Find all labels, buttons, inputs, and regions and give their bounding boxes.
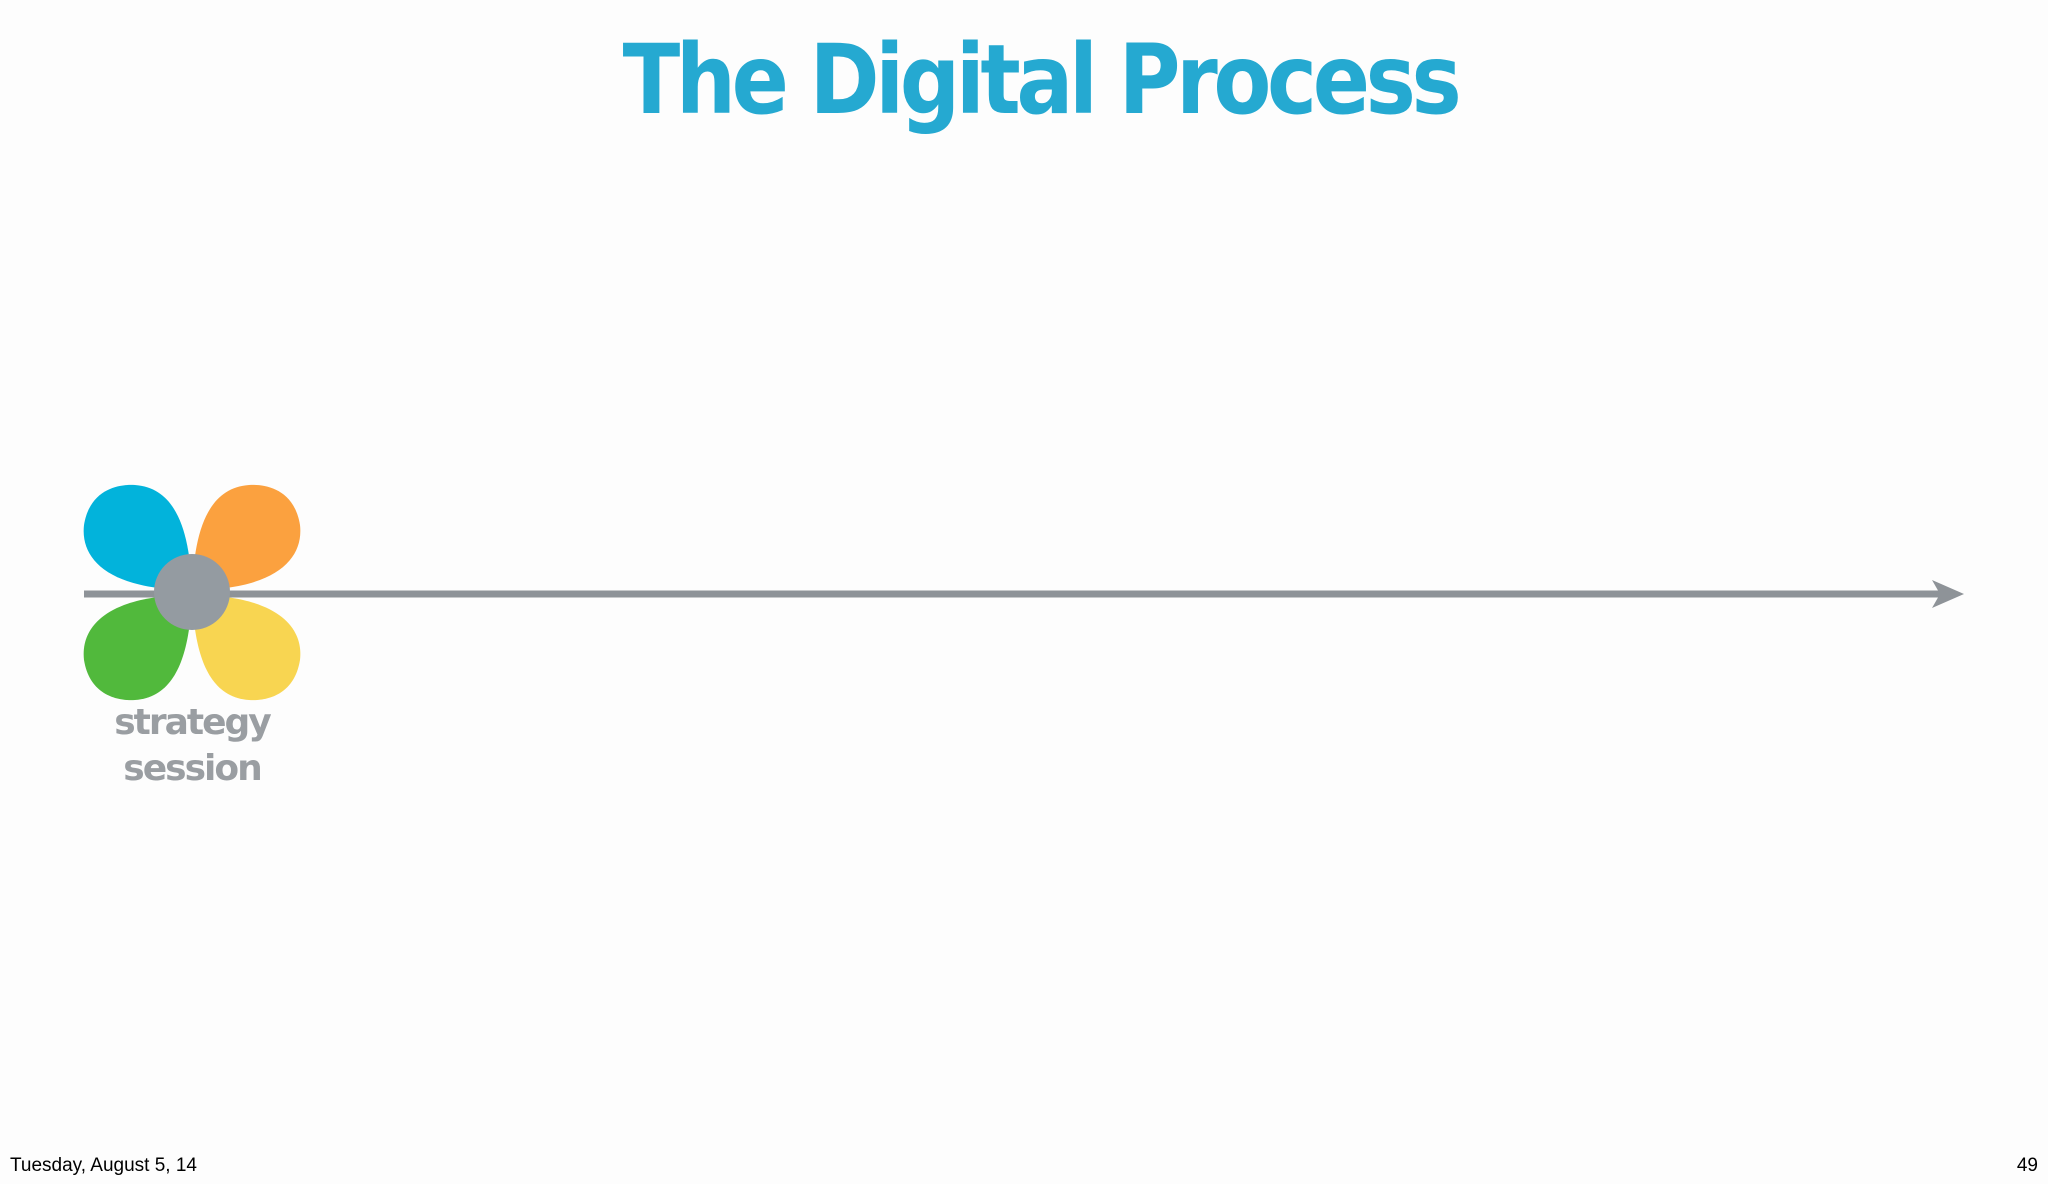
slide-title: The Digital Process	[622, 24, 1462, 136]
petal-green	[83, 595, 192, 701]
stage-label-strategy-session: strategy session	[112, 700, 272, 792]
petal-yellow	[192, 595, 301, 701]
timeline-axis	[84, 580, 1964, 608]
petal-orange	[192, 484, 301, 590]
stage-label-line1: strategy	[114, 702, 272, 743]
petal-blue	[83, 484, 192, 590]
timeline-arrowhead-icon	[1932, 580, 1964, 608]
strategy-session-flower-icon	[83, 484, 301, 701]
footer-date: Tuesday, August 5, 14	[10, 1155, 197, 1176]
stage-label-line2: session	[123, 748, 262, 789]
flower-center	[154, 554, 230, 630]
page-number: 49	[2016, 1155, 2038, 1176]
